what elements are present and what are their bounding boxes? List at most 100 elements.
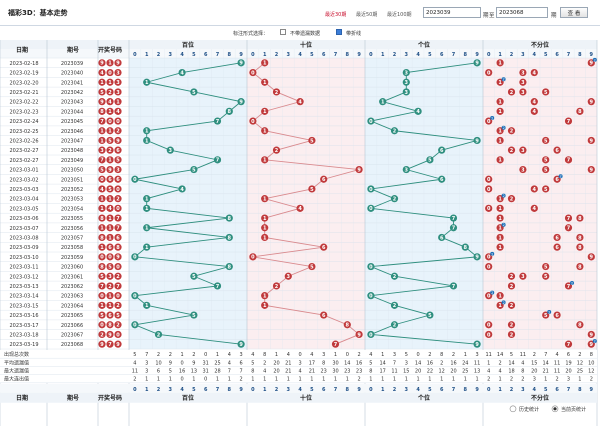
trend-ball-digit: 8 bbox=[228, 264, 232, 270]
trend-ball-digit: 9 bbox=[475, 138, 479, 144]
row-date: 2023-03-01 bbox=[9, 168, 38, 174]
trend-ball-units bbox=[438, 146, 446, 154]
to-period-input[interactable] bbox=[496, 7, 548, 18]
footer-digit-units: 1 bbox=[381, 387, 385, 393]
stats-value-nopos: 11 bbox=[554, 360, 560, 366]
no-omission-checkbox[interactable] bbox=[280, 29, 286, 35]
nopos-ball bbox=[587, 59, 595, 67]
trend-ball-tens bbox=[249, 253, 257, 261]
stats-value-nopos: 2 bbox=[521, 377, 524, 383]
draw-ball bbox=[114, 224, 122, 232]
trend-ball-tens bbox=[284, 272, 292, 280]
nopos-ball-digit: 1 bbox=[498, 216, 502, 222]
from-period-input[interactable] bbox=[423, 7, 481, 18]
nopos-ball bbox=[587, 253, 595, 261]
draw-ball bbox=[114, 214, 122, 222]
row-issue: 2023060 bbox=[61, 265, 83, 271]
trend-ball-hundreds bbox=[143, 224, 151, 232]
trend-ball-digit: 0 bbox=[369, 187, 373, 193]
footer-digit-tens: 6 bbox=[322, 387, 326, 393]
recent-50-link[interactable]: 最近50期 bbox=[356, 12, 378, 18]
stats-value-hundreds: 3 bbox=[145, 369, 148, 375]
digit-header-nopos-1: 1 bbox=[498, 52, 502, 58]
repeat-badge-count: 2 bbox=[594, 58, 596, 62]
nopos-ball-digit: 1 bbox=[498, 293, 502, 299]
draw-ball-digit: 7 bbox=[100, 284, 104, 290]
digit-header-units-6: 6 bbox=[440, 52, 444, 58]
stats-value-tens: 1 bbox=[299, 377, 302, 383]
nopos-ball-digit: 5 bbox=[544, 90, 548, 96]
row-issue: 2023052 bbox=[61, 187, 83, 193]
trend-ball-tens bbox=[261, 292, 269, 300]
nopos-ball bbox=[553, 146, 561, 154]
recent-100-link[interactable]: 最近100期 bbox=[387, 12, 412, 18]
trend-ball-units bbox=[402, 88, 410, 96]
trend-ball-digit: 1 bbox=[263, 61, 267, 67]
nopos-ball bbox=[576, 262, 584, 271]
digit-header-units-7: 7 bbox=[452, 52, 456, 58]
nopos-ball-digit: 4 bbox=[533, 187, 537, 193]
draw-ball-digit: 5 bbox=[108, 264, 112, 270]
nopos-ball bbox=[485, 204, 493, 212]
stats-value-units: 11 bbox=[391, 369, 397, 375]
nopos-ball bbox=[507, 146, 516, 154]
draw-ball-digit: 0 bbox=[116, 187, 120, 193]
history-stats-radio[interactable] bbox=[509, 405, 517, 413]
polyline-checkbox[interactable] bbox=[336, 29, 342, 35]
stats-value-tens: 2 bbox=[358, 377, 361, 383]
nopos-ball-digit: 7 bbox=[567, 226, 571, 232]
nopos-ball-digit: 1 bbox=[498, 226, 502, 232]
option-bar: 标注形式选择： 不带遗漏数据 带折线 bbox=[0, 28, 600, 38]
trend-ball-units bbox=[473, 340, 481, 348]
nopos-ball-digit: 9 bbox=[590, 61, 594, 67]
draw-ball-digit: 8 bbox=[100, 216, 104, 222]
period-label-2: 期 bbox=[551, 13, 557, 19]
stats-value-nopos: 1 bbox=[578, 377, 581, 383]
draw-ball-digit: 1 bbox=[100, 196, 104, 202]
section-header-units: 个位 bbox=[417, 41, 430, 49]
trend-ball-digit: 1 bbox=[263, 303, 267, 309]
footer-digit-hundreds: 1 bbox=[145, 387, 149, 393]
trend-ball-digit: 1 bbox=[145, 138, 149, 144]
draw-ball-digit: 7 bbox=[108, 342, 112, 348]
draw-ball-digit: 0 bbox=[100, 323, 104, 329]
draw-ball bbox=[98, 321, 106, 329]
digit-header-units-2: 2 bbox=[393, 52, 397, 58]
nopos-ball bbox=[587, 165, 595, 174]
nopos-ball-digit: 6 bbox=[555, 245, 559, 251]
trend-ball-hundreds bbox=[143, 204, 151, 212]
stats-value-units: 12 bbox=[439, 369, 445, 375]
row-issue: 2023065 bbox=[61, 313, 83, 319]
trend-ball-hundreds bbox=[225, 214, 233, 222]
nopos-ball-digit: 3 bbox=[521, 80, 525, 86]
draw-ball-digit: 1 bbox=[108, 109, 112, 115]
trend-ball-digit: 1 bbox=[381, 99, 385, 105]
footer-digit-tens: 0 bbox=[251, 387, 255, 393]
stats-value-units: 2 bbox=[452, 352, 455, 358]
repeat-badge-count: 2 bbox=[548, 310, 550, 314]
trend-ball-units bbox=[449, 214, 458, 222]
stats-value-tens: 4 bbox=[251, 352, 254, 358]
repeat-badge bbox=[501, 125, 506, 130]
stats-value-units: 8 bbox=[440, 352, 443, 358]
draw-ball-digit: 0 bbox=[116, 293, 120, 299]
stats-value-hundreds: 1 bbox=[192, 377, 195, 383]
trend-ball-hundreds bbox=[237, 340, 245, 348]
recent-30-link[interactable]: 最近30期 bbox=[325, 12, 347, 18]
current-stats-label: 当前页统计 bbox=[561, 406, 586, 413]
trend-ball-hundreds bbox=[225, 262, 233, 271]
repeat-badge bbox=[490, 290, 495, 295]
digit-header-units-0: 0 bbox=[369, 52, 373, 58]
trend-ball-digit: 2 bbox=[393, 196, 397, 202]
trend-ball-hundreds bbox=[225, 107, 233, 115]
query-button[interactable]: 查 看 bbox=[560, 7, 588, 18]
nopos-ball bbox=[496, 127, 504, 135]
nopos-ball-digit: 8 bbox=[578, 109, 582, 115]
draw-ball bbox=[114, 253, 122, 261]
row-issue: 2023053 bbox=[61, 197, 83, 203]
footer-digit-nopos: 4 bbox=[533, 387, 537, 393]
row-date: 2023-02-23 bbox=[9, 109, 38, 115]
draw-ball bbox=[98, 253, 106, 261]
trend-ball-digit: 1 bbox=[263, 235, 267, 241]
nopos-ball-digit: 7 bbox=[567, 284, 571, 290]
